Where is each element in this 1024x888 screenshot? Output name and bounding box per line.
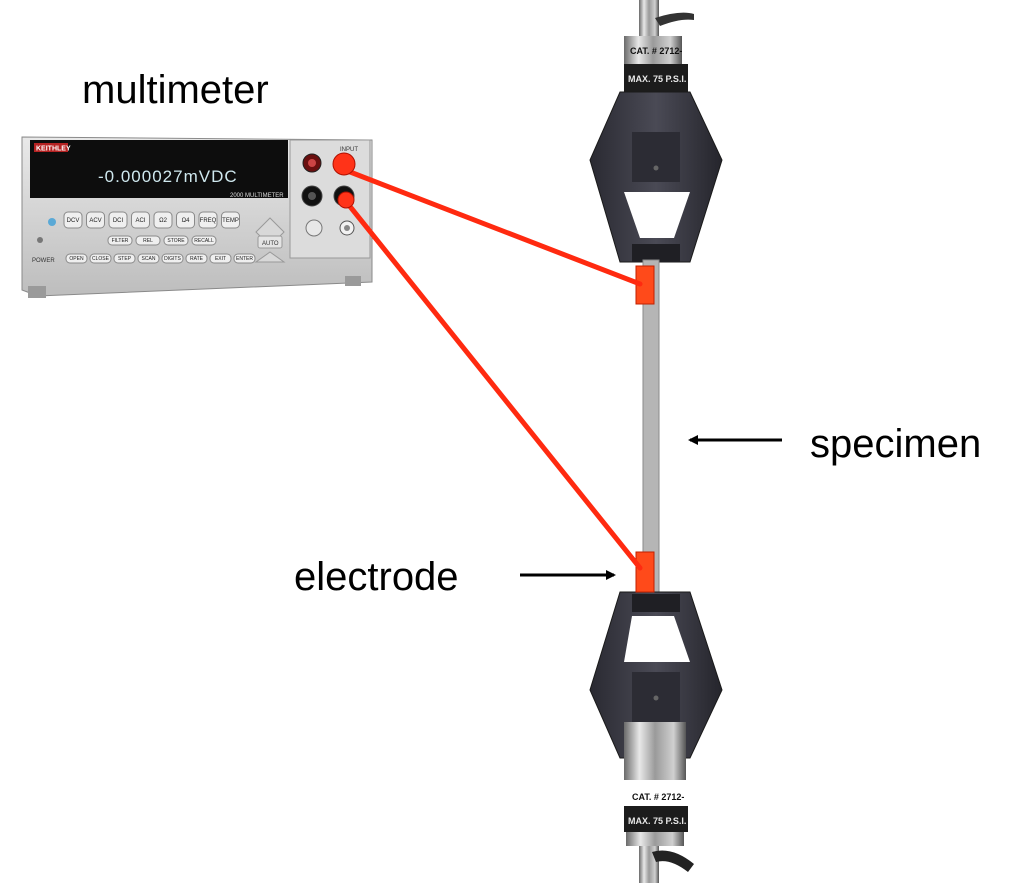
terminal-core (308, 159, 316, 167)
top-grip-screw (653, 165, 659, 171)
meter-key-label: STORE (167, 238, 185, 244)
tertiary-button-row: OPEN CLOSE STEP SCAN DIGITS RATE EXIT ENTER (65, 253, 256, 264)
top-grip-band (624, 64, 688, 92)
meter-key-label: DCI (113, 218, 124, 224)
bottom-grip-face (632, 594, 680, 612)
display-reading: -0.000027mVDC (98, 167, 238, 186)
input-lo-plug (337, 191, 355, 209)
front-rear-switch[interactable] (305, 219, 323, 237)
bottom-grip-window (624, 616, 690, 662)
terminal-core (308, 192, 316, 200)
meter-key[interactable] (161, 253, 184, 264)
auto-label: AUTO (262, 241, 279, 247)
bottom-grip-collar (626, 832, 684, 846)
range-keys: AUTO (254, 217, 286, 263)
fuse-core (344, 225, 350, 231)
input-hi-terminal[interactable] (332, 152, 356, 176)
bottom-electrode (635, 551, 655, 593)
top-pin (655, 12, 694, 26)
meter-key[interactable] (233, 253, 256, 264)
wire-to-bottom-electrode (345, 201, 643, 571)
shift-key[interactable] (48, 218, 56, 226)
secondary-button-row: FILTER REL STORE RECALL (107, 235, 217, 246)
meter-key-label: ACI (135, 218, 145, 224)
top-grip-text-2: MAX. 75 P.S.I. (628, 74, 686, 84)
meter-key-label: OPEN (69, 256, 84, 262)
multimeter-label: multimeter (82, 68, 269, 112)
meter-key-label: RATE (190, 256, 204, 262)
meter-key-label: CLOSE (92, 256, 110, 262)
meter-foot (345, 276, 361, 286)
meter-key[interactable] (86, 211, 105, 229)
meter-key[interactable] (185, 253, 208, 264)
meter-key[interactable] (153, 211, 173, 229)
bottom-grip: CAT. # 2712- MAX. 75 P.S.I. (589, 591, 723, 883)
top-grip-face (632, 244, 680, 262)
specimen-bar (642, 259, 660, 601)
range-down-key[interactable] (254, 251, 286, 263)
bottom-pin (652, 850, 694, 872)
meter-key-label: ENTER (236, 256, 253, 262)
meter-key[interactable] (191, 235, 217, 246)
electrode-label: electrode (294, 555, 459, 599)
keithley-logo (34, 143, 68, 152)
top-grip-window (624, 192, 690, 238)
meter-key[interactable] (163, 235, 189, 246)
keithley-logo-text: KEITHLEY (36, 146, 71, 153)
meter-key-label: TEMP (222, 218, 239, 224)
multimeter-device: KEITHLEY -0.000027mVDC 2000 MULTIMETER P… (21, 136, 373, 298)
meter-key-label: FREQ (200, 218, 217, 224)
top-grip-block (632, 132, 680, 182)
bottom-grip-neck (624, 722, 686, 780)
meter-key-label: STEP (118, 256, 132, 262)
meter-key-label: Ω4 (182, 218, 190, 224)
meter-key-label: ACV (89, 218, 101, 224)
local-key[interactable] (37, 237, 43, 243)
function-button-row: DCV ACV DCI ACI Ω2 Ω4 FREQ TEMP (63, 211, 240, 229)
meter-key-label: RECALL (194, 238, 214, 244)
bottom-grip-band (624, 806, 688, 832)
meter-key[interactable] (135, 235, 161, 246)
top-rod (639, 0, 659, 40)
meter-key[interactable] (198, 211, 218, 229)
bottom-grip-text-1: CAT. # 2712- (632, 792, 684, 802)
meter-key[interactable] (107, 235, 133, 246)
bottom-grip-text-2: MAX. 75 P.S.I. (628, 816, 686, 826)
meter-key[interactable] (137, 253, 160, 264)
meter-key-label: DIGITS (164, 256, 181, 262)
power-label: POWER (32, 258, 55, 264)
meter-key[interactable] (176, 211, 195, 229)
top-grip: CAT. # 2712- MAX. 75 P.S.I. (589, 0, 723, 263)
meter-key[interactable] (113, 253, 136, 264)
auto-range-key[interactable] (257, 235, 283, 249)
meter-key[interactable] (65, 253, 88, 264)
meter-key[interactable] (89, 253, 112, 264)
meter-key[interactable] (131, 211, 150, 229)
meter-key-label: DCV (67, 218, 80, 224)
bottom-grip-screw (653, 695, 659, 701)
model-text: 2000 MULTIMETER (230, 193, 284, 199)
meter-key[interactable] (63, 211, 83, 229)
wire-to-top-electrode (342, 167, 643, 287)
top-grip-text-1: CAT. # 2712- (630, 46, 682, 56)
meter-foot (28, 286, 46, 298)
top-grip-collar (624, 36, 682, 64)
meter-key-label: REL (143, 238, 153, 244)
input-label: INPUT (340, 147, 358, 153)
meter-key-label: Ω2 (159, 218, 167, 224)
specimen-label: specimen (810, 422, 982, 466)
meter-display (30, 140, 288, 198)
meter-key[interactable] (209, 253, 232, 264)
meter-key-label: SCAN (142, 256, 156, 262)
meter-key[interactable] (221, 211, 240, 229)
meter-key-label: FILTER (112, 238, 129, 244)
meter-key-label: EXIT (215, 256, 226, 262)
meter-key[interactable] (108, 211, 128, 229)
